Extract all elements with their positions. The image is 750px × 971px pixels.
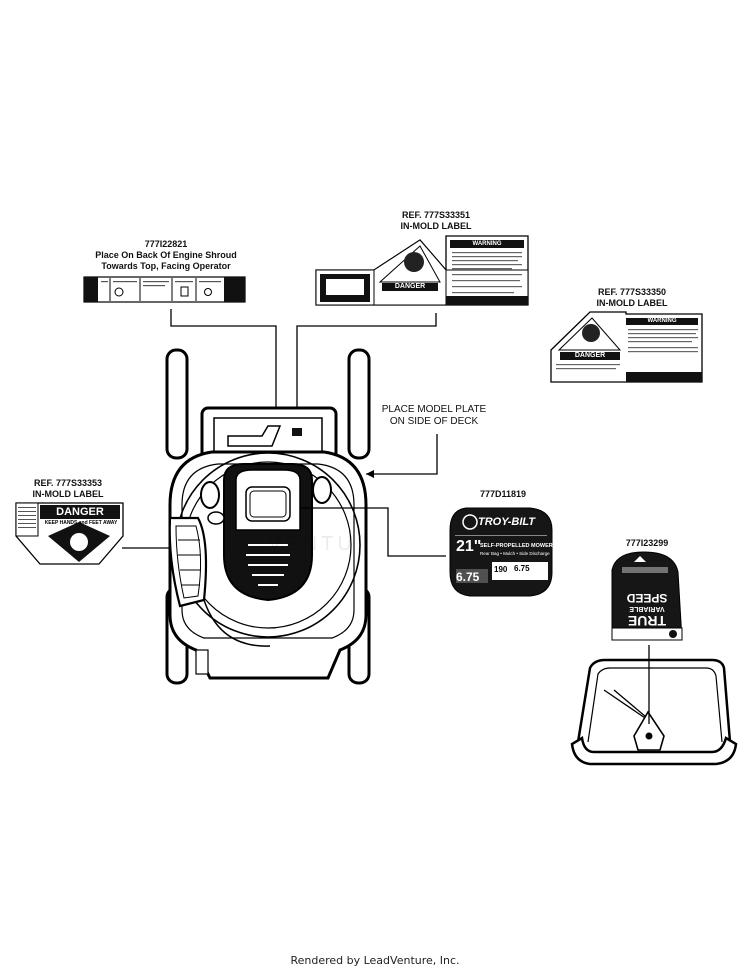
badge-size: 21" [456,538,482,555]
decal-33350-warning-word: WARNING [647,318,677,324]
badge-brand: TROY-BILT [478,516,536,528]
callout-777I22821: 777I22821 Place On Back Of Engine Shroud… [78,239,254,272]
callout-line1: Place On Back Of Engine Shroud [95,250,237,260]
mower-handle [570,645,738,766]
mower-top-view [165,348,371,685]
callout-777S33353: REF. 777S33353 IN-MOLD LABEL [16,478,120,500]
speed-tag-mid: VARIABLE [629,605,665,612]
callout-line1: PLACE MODEL PLATE [381,404,487,415]
speed-tag-text: TRUE VARIABLE SPEED [612,574,682,629]
callout-ref: 777I23299 [625,538,669,548]
decal-777D11819 [449,507,553,597]
callout-ref: REF. 777S33350 [597,287,667,297]
callout-sub: IN-MOLD LABEL [596,298,668,308]
badge-cc: 190 [494,565,508,574]
decal-33351-danger-word: DANGER [394,283,426,290]
callout-line2: ON SIDE OF DECK [389,416,479,427]
callout-777S33351: REF. 777S33351 IN-MOLD LABEL [384,210,488,232]
decal-33351-warning-word: WARNING [472,241,502,247]
leader-arrow [366,470,374,478]
watermark: VENTU [268,533,356,555]
callout-ref: 777D11819 [479,489,527,499]
callout-sub: IN-MOLD LABEL [32,489,104,499]
decal-33350-danger-word: DANGER [574,352,606,359]
decal-777S33353 [15,502,124,565]
badge-mower-sub: Rear Bag • Mulch • Side Discharge [480,551,550,556]
leader-line-model-plate [366,434,438,475]
callout-sub: IN-MOLD LABEL [400,221,472,231]
decal-777I22821 [83,276,246,303]
leader-line-22821 [170,309,277,462]
badge-torque: 6.75 [456,570,480,584]
badge-mower-desc: SELF-PROPELLED MOWER [480,543,553,549]
decal-777S33351 [315,235,529,306]
callout-ref: 777I22821 [144,239,188,249]
decal-777S33350 [550,311,703,383]
speed-tag-bot: SPEED [626,591,668,605]
badge-torque-2: 6.75 [514,564,530,573]
decal-777I23299 [611,551,683,641]
callout-777D11819: 777D11819 [468,489,538,500]
callout-777I23299: 777I23299 [612,538,682,549]
speed-tag-top: TRUE [627,613,667,629]
decal-33353-danger-word: DANGER [56,506,104,518]
leader-line-33351 [296,313,437,462]
callout-model-plate: PLACE MODEL PLATE ON SIDE OF DECK [372,404,496,428]
decal-33353-keep-away: KEEP HANDS and FEET AWAY [44,520,118,526]
callout-777S33350: REF. 777S33350 IN-MOLD LABEL [580,287,684,309]
callout-ref: REF. 777S33351 [401,210,471,220]
callout-ref: REF. 777S33353 [33,478,103,488]
leader-line-11819 [300,507,446,557]
footer-credit: Rendered by LeadVenture, Inc. [290,954,460,967]
callout-line2: Towards Top, Facing Operator [101,261,231,271]
